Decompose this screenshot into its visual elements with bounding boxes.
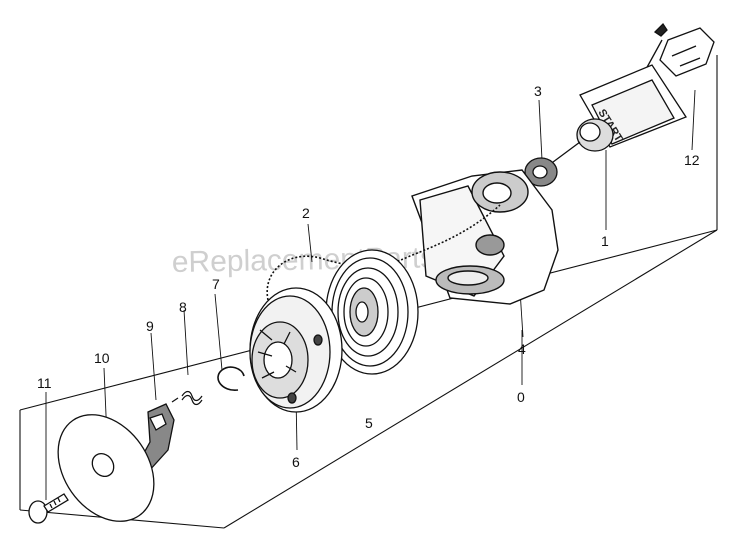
part-11-bolt <box>28 493 69 524</box>
label-part-9: 9 <box>146 318 154 334</box>
part-8-spring <box>171 390 203 406</box>
label-part-0: 0 <box>517 389 525 405</box>
label-part-5: 5 <box>365 415 373 431</box>
label-part-11: 11 <box>37 375 52 391</box>
label-part-6: 6 <box>292 454 300 470</box>
part-6-rope-pulley <box>249 287 343 413</box>
label-part-8: 8 <box>179 299 187 315</box>
label-part-10: 10 <box>94 350 110 366</box>
part-1-starter-handle: START <box>544 64 687 169</box>
part-labels: 0 1 2 3 4 5 6 7 8 9 10 11 12 <box>37 83 700 470</box>
label-part-1: 1 <box>601 233 609 249</box>
part-2-starter-rope <box>266 204 501 301</box>
part-5-recoil-spring <box>325 249 419 375</box>
part-4-starter-housing <box>411 169 559 305</box>
part-3-grommet <box>524 157 558 187</box>
part-12-handle-cap <box>639 22 715 81</box>
label-part-4: 4 <box>518 341 526 357</box>
label-part-12: 12 <box>684 152 700 168</box>
part-10-washer <box>57 414 155 522</box>
label-part-3: 3 <box>534 83 542 99</box>
part-7-circlip <box>217 366 245 391</box>
label-part-7: 7 <box>212 276 220 292</box>
label-part-2: 2 <box>302 205 310 221</box>
